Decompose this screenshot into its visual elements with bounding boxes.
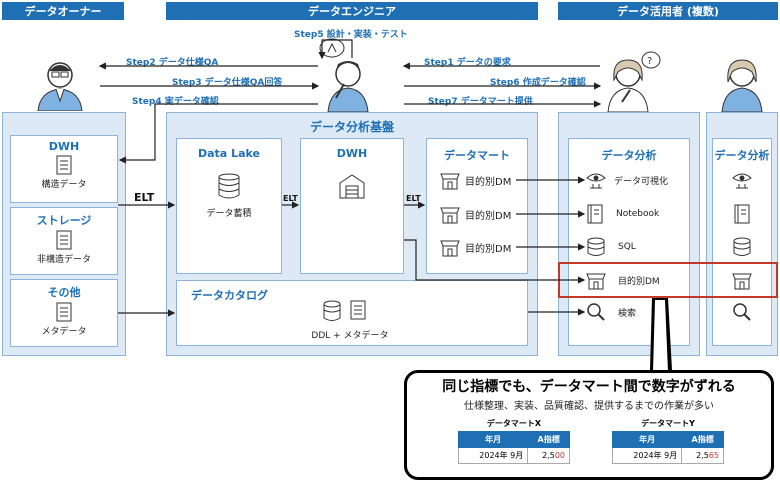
table-header: 年月 xyxy=(611,431,683,448)
source-storage-label: 非構造データ xyxy=(36,255,91,265)
table-cell-month: 2024年 9月 xyxy=(457,447,529,464)
database-icon xyxy=(177,166,281,206)
datamart-item-label: 目的別DM xyxy=(465,243,512,255)
datalake-label: データ蓄積 xyxy=(206,209,252,219)
database-icon xyxy=(732,237,752,261)
datamart-item-label: 目的別DM xyxy=(465,210,512,222)
source-storage-title: ストレージ xyxy=(36,214,92,227)
role-header-engineer: データエンジニア xyxy=(166,2,538,20)
elt-label-1: ELT xyxy=(283,194,298,203)
datamart-item: 目的別DM xyxy=(440,170,511,190)
warehouse-icon xyxy=(301,168,403,204)
callout-headline: 同じ指標でも、データマート間で数字がずれる xyxy=(442,379,736,395)
callout-subline: 仕様整理、実装、品質確認、提供するまでの作業が多い xyxy=(464,401,714,412)
catalog-label: DDL + メタデータ xyxy=(311,331,389,341)
value-prefix: 2,5 xyxy=(542,451,555,460)
value-suffix: 00 xyxy=(554,451,565,460)
engineer-person-icon xyxy=(318,54,378,112)
step4-label: Step4 実データ確認 xyxy=(132,97,219,107)
datamart-item: 目的別DM xyxy=(440,204,511,224)
shop-icon xyxy=(732,270,752,294)
document-icon xyxy=(11,153,117,177)
visualization-icon xyxy=(586,173,606,189)
datamart-title: データマート xyxy=(444,149,510,162)
step3-label: Step3 データ仕様QA回答 xyxy=(172,78,283,88)
document-icon xyxy=(350,300,366,320)
datamart-y-table: データマートY 年月 A指標 2024年 9月 2,565 xyxy=(611,418,724,464)
shop-icon xyxy=(440,240,460,257)
datalake-title: Data Lake xyxy=(198,147,260,160)
notebook-icon xyxy=(733,204,751,228)
analysis-item-label: Notebook xyxy=(616,209,660,219)
source-dwh-label: 構造データ xyxy=(41,180,87,190)
source-storage-box: ストレージ 非構造データ xyxy=(10,207,118,275)
step7-label: Step7 データマート提供 xyxy=(428,97,533,107)
database-icon xyxy=(587,237,605,256)
datalake-box: Data Lake データ蓄積 xyxy=(176,138,282,274)
search-icon xyxy=(587,303,605,321)
question-bubble-icon: ? xyxy=(640,50,662,72)
analysis-item-label: 目的別DM xyxy=(618,276,660,287)
notebook-icon xyxy=(587,204,603,224)
analysis-item-datamart: 目的別DM xyxy=(586,270,660,290)
analysis-title-2: データ分析 xyxy=(714,149,770,162)
shop-icon xyxy=(440,207,460,224)
role-header-owner: データオーナー xyxy=(2,2,124,20)
table-cell-month: 2024年 9月 xyxy=(611,447,683,464)
dwh-box: DWH xyxy=(300,138,404,274)
table-header: A指標 xyxy=(681,431,724,448)
analysis-item-label: 検索 xyxy=(618,308,637,319)
shop-icon xyxy=(586,273,606,290)
step5-label: Step5 設計・実装・テスト xyxy=(294,30,408,40)
shop-icon xyxy=(440,173,460,190)
role-header-users: データ活用者 (複数) xyxy=(558,2,778,20)
visualization-icon xyxy=(732,170,752,194)
source-dwh-title: DWH xyxy=(48,140,80,153)
analysis-item-notebook: Notebook xyxy=(586,204,659,224)
user-person-icon-1 xyxy=(598,52,658,112)
document-icon xyxy=(11,228,117,252)
thinking-bubble-icon xyxy=(318,38,346,60)
source-other-box: その他 メタデータ xyxy=(10,279,118,347)
svg-text:?: ? xyxy=(647,56,652,67)
datamart-y-name: データマートY xyxy=(641,419,695,428)
value-prefix: 2,5 xyxy=(696,451,709,460)
document-icon xyxy=(11,300,117,324)
table-cell-value: 2,500 xyxy=(527,447,570,464)
analysis-item-label: SQL xyxy=(618,242,636,252)
step6-label: Step6 作成データ確認 xyxy=(490,78,586,88)
user-person-icon-2 xyxy=(714,52,770,112)
step2-label: Step2 データ仕様QA xyxy=(126,58,219,68)
source-other-title: その他 xyxy=(47,286,81,299)
catalog-icons xyxy=(322,300,366,322)
analysis-item-search: 検索 xyxy=(586,302,636,322)
elt-label-2: ELT xyxy=(406,194,421,203)
datamart-item: 目的別DM xyxy=(440,237,511,257)
table-cell-value: 2,565 xyxy=(681,447,724,464)
dwh-title: DWH xyxy=(336,147,368,160)
analysis-title-1: データ分析 xyxy=(601,149,657,162)
datamart-box: データマート xyxy=(426,138,528,274)
analysis-item-label: データ可視化 xyxy=(614,176,669,187)
table-header: 年月 xyxy=(457,431,529,448)
analysis-item-visualization: データ可視化 xyxy=(586,170,668,190)
source-other-label: メタデータ xyxy=(41,327,87,337)
catalog-title: データカタログ xyxy=(191,289,268,302)
datamart-x-table: データマートX 年月 A指標 2024年 9月 2,500 xyxy=(457,418,570,464)
analysis-item-sql: SQL xyxy=(586,237,636,257)
platform-title: データ分析基盤 xyxy=(309,120,394,134)
table-header: A指標 xyxy=(527,431,570,448)
search-icon xyxy=(732,302,752,326)
datamart-x-name: データマートX xyxy=(486,419,542,428)
value-suffix: 65 xyxy=(708,451,719,460)
elt-label-main: ELT xyxy=(134,191,155,204)
source-dwh-box: DWH 構造データ xyxy=(10,135,118,203)
owner-person-icon xyxy=(30,55,90,111)
datamart-item-label: 目的別DM xyxy=(465,176,512,188)
step1-label: Step1 データの要求 xyxy=(424,58,511,68)
database-icon xyxy=(323,300,341,321)
